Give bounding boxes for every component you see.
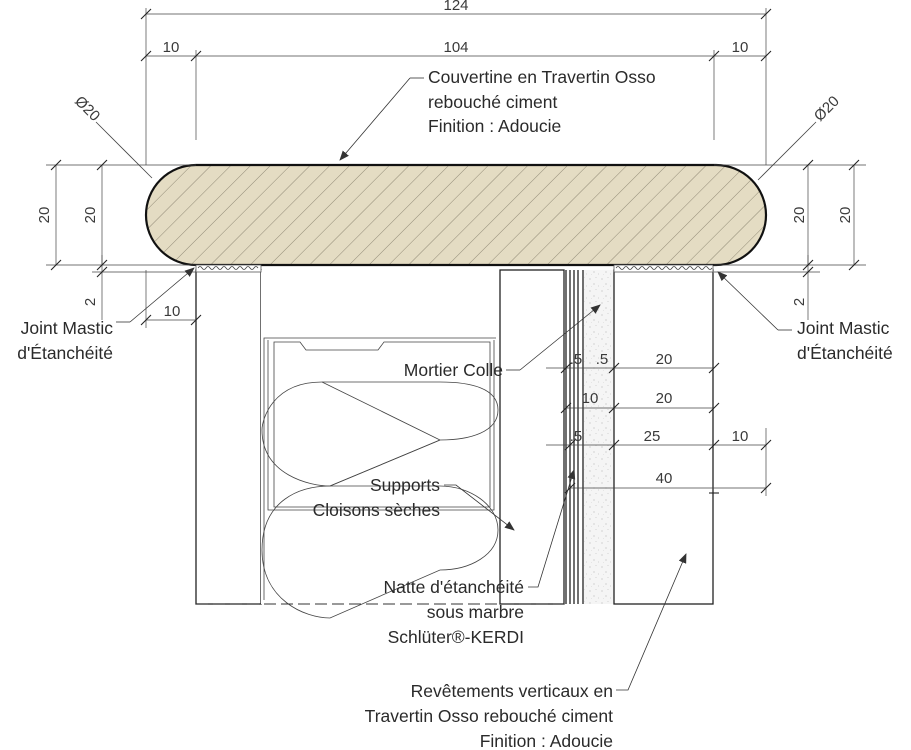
note-joint-left-line2: d'Étanchéité [17,343,113,363]
dim-coping-height-right-inner: 20 [791,207,808,224]
dim-coping-height-left-outer: 20 [36,207,53,224]
dim-coping-height-left-inner: 20 [82,207,99,224]
dim-layer-20-a: 20 [656,351,673,368]
annotation-leaders [116,77,792,691]
note-cladding-line2: Travertin Osso rebouché ciment [365,706,613,726]
dim-layer-20-b: 20 [656,390,673,407]
dim-overall-width: 124 [443,0,468,14]
dim-diameter-left: Ø20 [71,93,103,125]
dim-diameter-right: Ø20 [811,93,843,125]
drywall-stud-profile [261,337,499,619]
right-drywall-board [499,269,565,605]
stud-cavity [261,270,500,604]
note-coping-line2: rebouché ciment [428,92,558,112]
mastic-joint-right [613,264,714,273]
dim-offset-left-bottom: 10 [164,303,181,320]
diameter-leaders [95,121,817,181]
note-cladding-line3: Finition : Adoucie [480,731,613,750]
vertical-cladding [613,269,714,605]
dim-joint-right: 2 [791,298,808,306]
dim-coping-height-right-outer: 20 [837,207,854,224]
dimension-lines [46,8,866,496]
dim-layer-25: 25 [644,428,661,445]
dim-joint-left: 2 [82,298,99,306]
mastic-joint-left [195,264,262,273]
note-supports-line1: Supports [370,475,440,495]
note-coping-line3: Finition : Adoucie [428,116,561,136]
dim-layer-40: 40 [656,470,673,487]
dim-left-overhang: 10 [163,39,180,56]
dim-layer-half-3: .5 [570,428,583,445]
note-mortar: Mortier Colle [404,360,503,380]
coping-stone [144,163,768,267]
note-joint-left-line1: Joint Mastic [21,318,114,338]
dim-layer-half-2: .5 [596,351,609,368]
note-membrane-line3: Schlüter®-KERDI [388,627,524,647]
left-drywall-board [195,269,262,605]
note-joint-right-line2: d'Étanchéité [797,343,893,363]
note-cladding-line1: Revêtements verticaux en [411,681,613,701]
note-membrane-line2: sous marbre [427,602,524,622]
note-joint-right-line1: Joint Mastic [797,318,890,338]
dim-right-overhang: 10 [732,39,749,56]
dimension-ticks [50,8,860,494]
dim-wall-width: 104 [443,39,468,56]
note-supports-line2: Cloisons sèches [313,500,441,520]
note-membrane-line1: Natte d'étanchéité [383,577,524,597]
note-coping-line1: Couvertine en Travertin Osso [428,67,656,87]
dim-layer-10-right: 10 [732,428,749,445]
dim-layer-half-1: .5 [570,351,583,368]
dim-layer-10: 10 [582,390,599,407]
